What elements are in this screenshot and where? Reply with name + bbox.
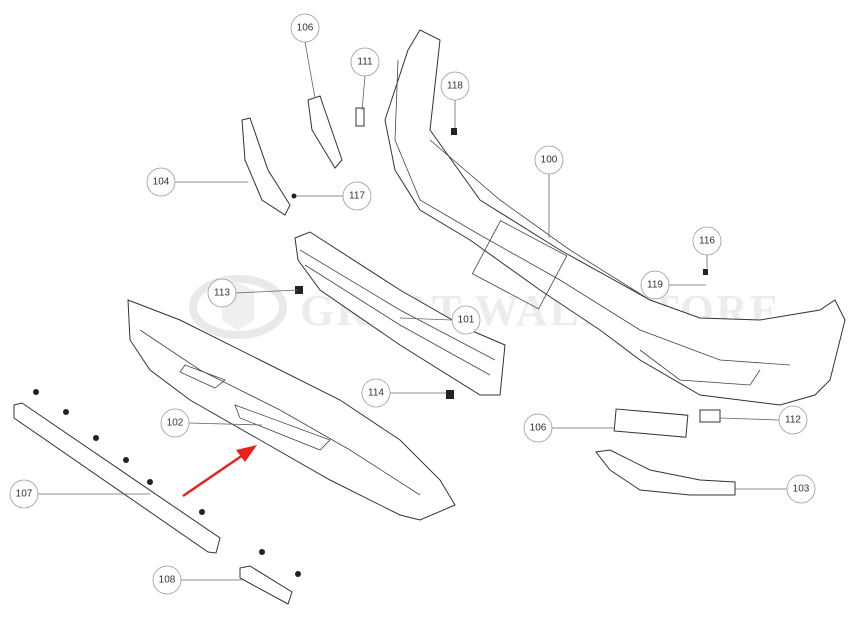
highlight-arrow [182,445,257,498]
callout-106-upper[interactable]: 106 [290,13,320,43]
part-107-strip [13,402,221,554]
part-102-lower-valance [127,299,456,521]
callout-label: 111 [357,57,373,68]
callout-label: 118 [447,81,463,92]
callout-label: 103 [793,484,810,495]
part-106-trim-upper [307,95,343,169]
callout-label: 108 [159,575,176,586]
callout-106-lower[interactable]: 106 [523,413,553,443]
part-108-end-cap [239,565,293,605]
callout-104[interactable]: 104 [146,167,176,197]
callout-label: 114 [368,388,384,399]
part-103-fog-bezel [595,449,736,496]
part-104-bracket [241,117,291,216]
callout-108[interactable]: 108 [152,565,182,595]
callout-113[interactable]: 113 [207,278,237,308]
callout-103[interactable]: 103 [786,474,816,504]
callout-116[interactable]: 116 [692,226,722,256]
callout-label: 119 [647,280,663,291]
callout-label: 100 [541,155,558,166]
watermark-logo [189,275,287,339]
callout-119[interactable]: 119 [640,270,670,300]
callout-111[interactable]: 111 [350,47,380,77]
callout-102[interactable]: 102 [160,408,190,438]
callout-112[interactable]: 112 [778,405,808,435]
callout-label: 116 [699,236,715,247]
part-100-bumper-cover [384,29,846,406]
fastener-clips [33,128,708,577]
callout-label: 112 [785,415,801,426]
callout-101[interactable]: 101 [451,305,481,335]
callout-label: 104 [153,177,170,188]
part-101-lower-grille [294,231,506,396]
callout-label: 102 [167,418,184,429]
callout-118[interactable]: 118 [440,71,470,101]
callout-117[interactable]: 117 [342,181,372,211]
callout-label: 101 [458,315,475,326]
callout-label: 106 [297,23,314,34]
callout-label: 117 [349,191,365,202]
callout-107[interactable]: 107 [9,479,39,509]
part-112-sensor-bracket [699,409,721,423]
callout-label: 107 [16,489,33,500]
callout-114[interactable]: 114 [361,378,391,408]
part-111-clip [355,107,365,127]
callout-label: 113 [214,288,230,299]
part-106-trim-lower [613,408,689,438]
callout-100[interactable]: 100 [534,145,564,175]
callout-label: 106 [530,423,547,434]
